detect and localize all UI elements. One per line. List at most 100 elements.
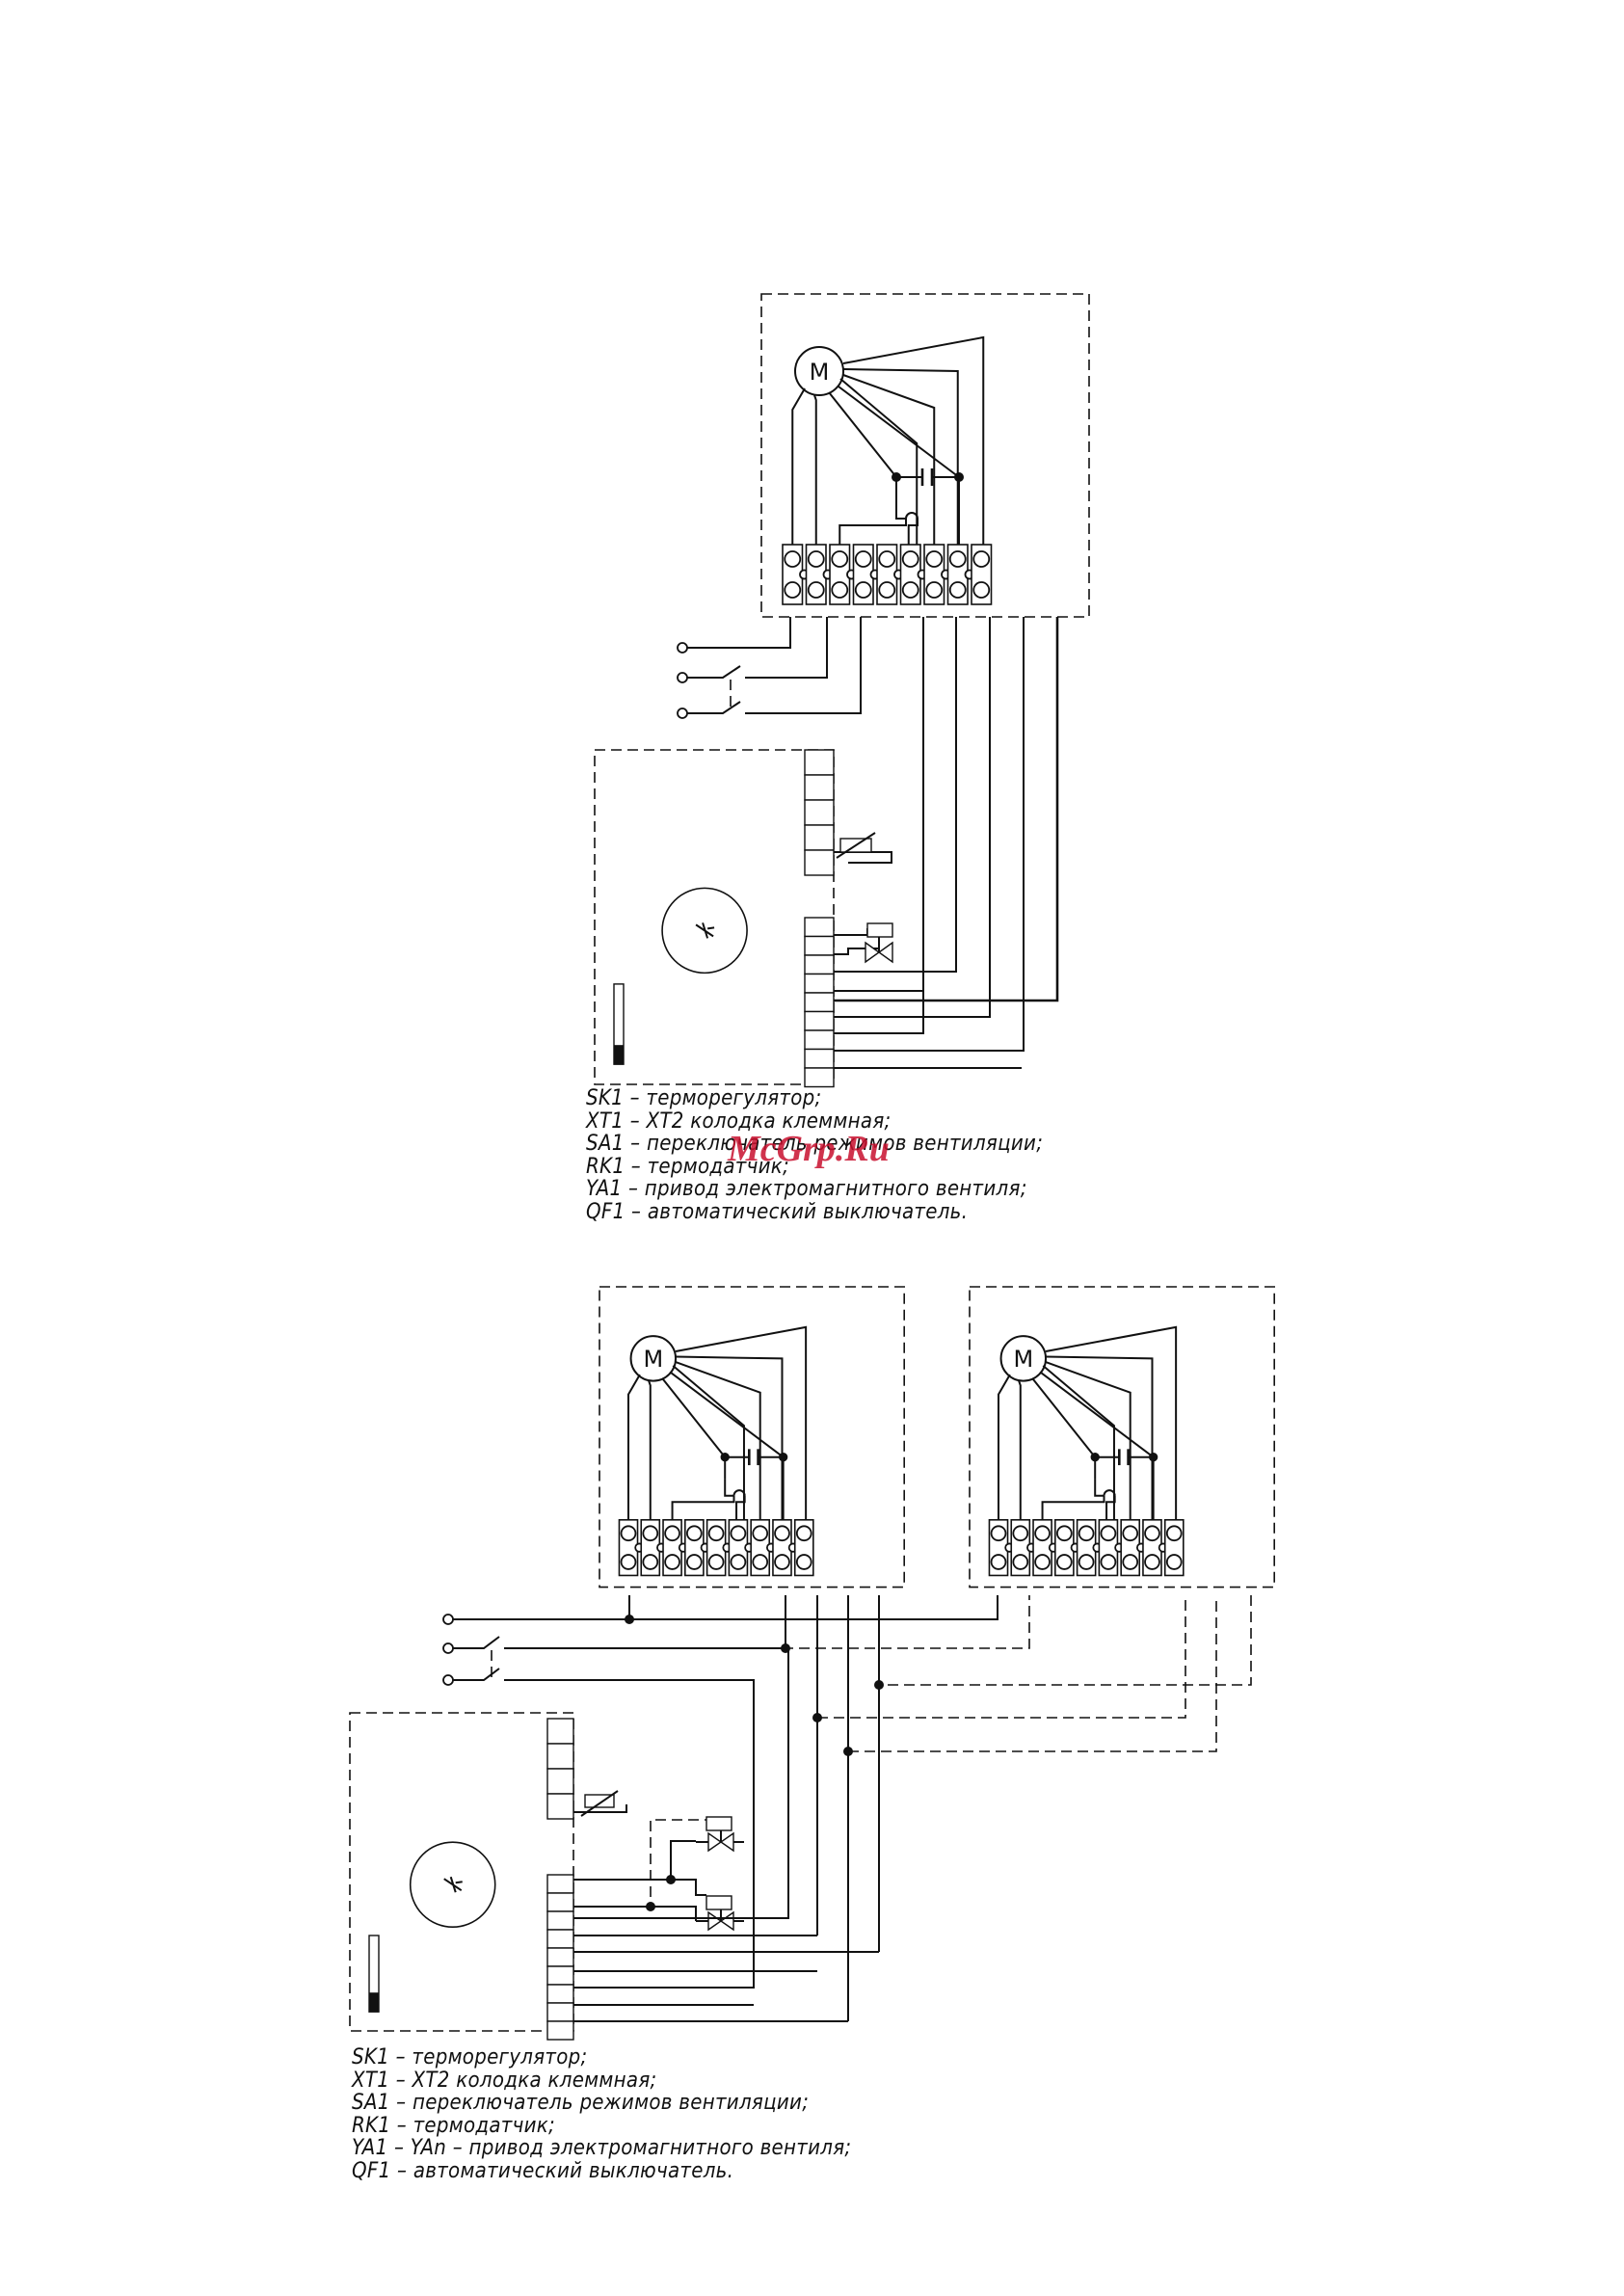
bottom-link-wire [878,1595,1252,1686]
bottom-controller-terminal [546,1892,574,1912]
top-controller-indicator-fill [614,1045,624,1065]
bottom-valve-actuator [706,1895,732,1910]
top-motor-unit-terminal-screw [831,550,849,568]
bottom-motor-unit-1-terminal-screw [664,1525,680,1542]
bottom-motor-unit-1-terminal-screw [664,1554,680,1570]
top-motor-unit-terminal-screw [854,581,872,599]
top-valve-wire [834,928,868,936]
bottom-motor-unit-2-motor-wire [997,1374,1011,1520]
top-motor-unit-motor-label: M [810,359,830,386]
top-controller-terminal [804,954,835,975]
bottom-motor-unit-2-terminal-screw [1078,1525,1095,1542]
legend-line: SA1 – переключатель режимов вентиляции; [586,1132,1044,1156]
bottom-motor-unit-1-motor-label: M [643,1346,663,1373]
bottom-thermistor-wire [573,1804,627,1813]
bottom-controller-terminal [546,1743,574,1770]
bottom-motor-unit-1-motor [629,1335,678,1382]
top-motor-unit-enclosure [760,293,1090,618]
top-controller-terminal [804,1029,835,1051]
top-control-wire [834,991,924,1034]
top-motor-unit-terminal-screw [784,550,802,568]
bottom-junction-node [874,1680,884,1690]
bottom-motor-unit-1-motor-wire [661,1377,726,1458]
top-motor-unit-terminal-screw [972,581,991,599]
bottom-motor-unit-1-terminal-screw [730,1554,747,1570]
top-motor-unit-terminal-screw [878,550,896,568]
bottom-motor-unit-2-terminal-screw [1056,1554,1073,1570]
top-controller-terminal [804,917,835,938]
top-controller-terminal [804,774,835,801]
bottom-motor-unit-1-terminal-screw [707,1554,725,1570]
top-controller-terminal [804,799,835,826]
top-motor-unit-terminal-screw [854,550,872,568]
bottom-motor-unit-2-terminal-screw [1034,1554,1051,1570]
top-motor-unit-terminal-screw [807,581,825,599]
top-controller-terminal [804,973,835,994]
bottom-motor-unit-2-terminal-screw [1144,1554,1160,1570]
bottom-motor-unit-1-motor-wire [648,1380,652,1520]
top-controller-terminal [804,992,835,1013]
bottom-motor-unit-1-enclosure [599,1286,906,1589]
top-motor-unit-terminal-screw [878,581,896,599]
top-motor-unit-terminal-screw [925,581,944,599]
bottom-valve-wire [573,1879,706,1896]
top-controller-terminal [804,1048,835,1069]
bottom-controller-terminal [546,1965,574,1986]
bottom-motor-unit-2-terminal-screw [1012,1554,1029,1570]
bottom-supply-wire [453,1595,998,1620]
watermark: McGrp.Ru [728,1129,890,1169]
top-motor-unit-motor-wire [791,387,806,545]
bottom-motor-unit-1-wire [671,1495,735,1520]
bottom-junction-node [646,1902,655,1911]
legend-line: QF1 – автоматический выключатель. [352,2158,734,2183]
bottom-motor-unit-2-terminal-screw [1056,1525,1073,1542]
bottom-motor-unit-2-terminal-screw [1034,1525,1051,1542]
top-motor-unit-wire [839,519,907,545]
bottom-motor-unit-1-motor-wire [670,1372,785,1458]
top-controller-terminal [804,849,835,876]
bottom-motor-unit-1-terminal-screw [642,1525,659,1542]
bottom-motor-unit-2-wire [1041,1495,1105,1520]
bottom-supply-wire [504,1595,1030,1649]
bottom-motor-unit-1-terminal-screw [707,1525,725,1542]
bottom-switch-contact [453,1636,500,1649]
bottom-controller-terminal [546,1929,574,1949]
bottom-motor-unit-2-terminal-screw [1165,1525,1183,1542]
bottom-controller-terminal [546,2020,574,2041]
top-controller-terminal [804,1010,835,1031]
bottom-motor-unit-2-terminal-screw [1122,1525,1139,1542]
bottom-motor-unit-1-terminal-screw [774,1525,790,1542]
legend-line: XT1 – XT2 колодка клеммная; [352,2068,657,2093]
bottom-supply-terminal [442,1614,454,1625]
top-controller-terminal [804,1067,835,1088]
top-control-wire [834,617,957,973]
top-valve-actuator [866,922,893,938]
bottom-motor-unit-2-terminal-screw [1122,1554,1139,1570]
bottom-motor-unit-1-terminal-screw [774,1554,790,1570]
legend-line: XT1 – XT2 колодка клеммная; [586,1108,892,1134]
bottom-valve-wire [670,1840,696,1880]
top-motor-unit-motor-wire [842,368,959,545]
legend-line: SK1 – терморегулятор; [586,1086,822,1110]
bottom-motor-unit-1-motor-wire [672,1365,745,1520]
bottom-junction-node [666,1875,676,1884]
bottom-link-wire [848,1595,1217,1752]
bottom-motor-unit-2-motor-wire [1046,1355,1154,1520]
legend-line: RK1 – термодатчик; [352,2113,556,2138]
bottom-controller-terminal [546,1984,574,2004]
bottom-motor-unit-2-terminal-screw [1100,1554,1117,1570]
bottom-motor-unit-1-terminal-screw [752,1554,769,1570]
top-motor-unit-wire-crossover [905,512,918,520]
top-motor-unit-motor-wire [838,386,960,478]
legend-bottom: SK1 – терморегулятор; XT1 – XT2 колодка … [352,2046,851,2182]
top-supply-terminal [677,642,688,654]
bottom-motor-unit-2-motor-label: M [1013,1346,1033,1373]
bottom-controller-terminal [546,1768,574,1795]
top-motor-unit-wire [895,501,906,520]
bottom-controller-terminal [546,2002,574,2022]
bottom-motor-unit-1-terminal-screw [642,1554,659,1570]
bottom-valve-wire [573,1906,697,1921]
bottom-control-wire [573,1651,789,1919]
